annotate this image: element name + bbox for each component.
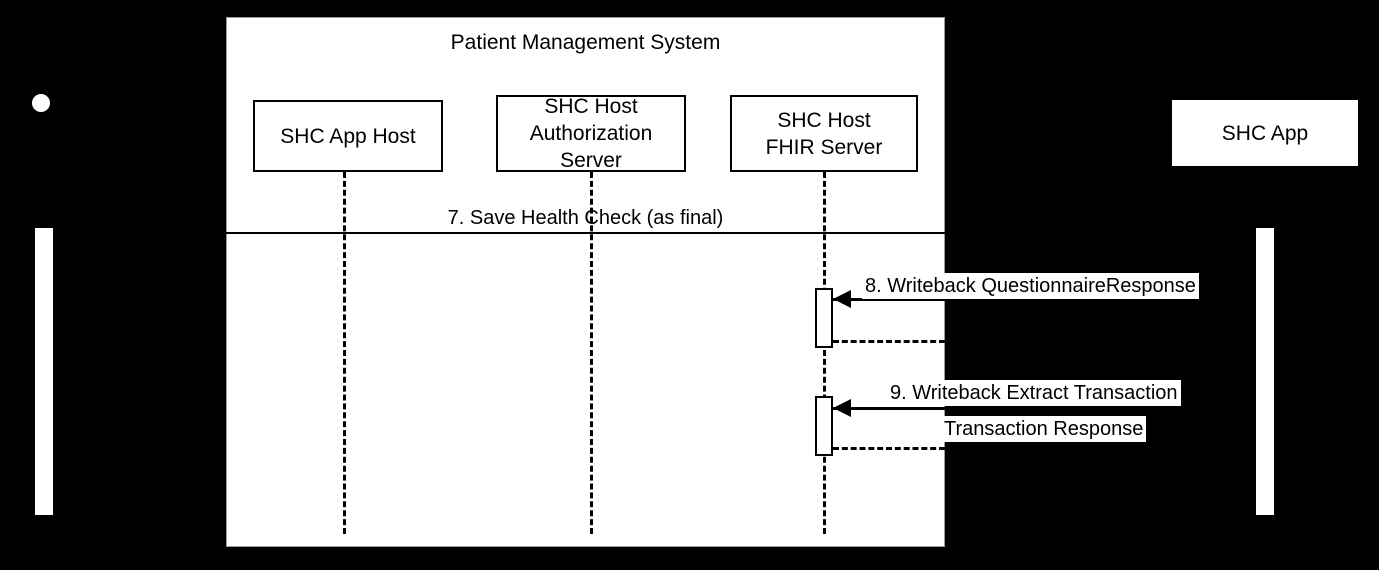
message-8-arrow-line (833, 298, 945, 301)
participant-box-shc-app-host[interactable]: SHC App Host (253, 100, 443, 172)
lifeline-shc-host-fhir-server (823, 172, 826, 534)
activation-bar-message-8 (815, 288, 833, 348)
activation-bar-message-9 (815, 396, 833, 456)
message-9-label: 9. Writeback Extract Transaction (887, 380, 1181, 406)
actor-head-icon (32, 94, 50, 112)
message-8-arrowhead-icon (833, 290, 851, 308)
message-9-arrowhead-icon (833, 399, 851, 417)
message-8-return-line (833, 340, 945, 343)
message-9-arrow-line (833, 407, 945, 410)
message-7-label: 7. Save Health Check (as final) (447, 207, 724, 229)
actor-lifeline-left (35, 228, 53, 515)
message-8-label: 8. Writeback QuestionnaireResponse (862, 273, 1199, 299)
message-9-return-label: Transaction Response (941, 416, 1147, 442)
actor-lifeline-right (1256, 228, 1274, 515)
lifeline-shc-host-authorization-server (590, 172, 593, 534)
fragment-divider-line (226, 232, 945, 234)
message-9-return-line (833, 447, 945, 450)
system-panel-title: Patient Management System (450, 31, 721, 54)
participant-box-shc-app[interactable]: SHC App (1172, 100, 1358, 166)
lifeline-shc-app-host (343, 172, 346, 534)
